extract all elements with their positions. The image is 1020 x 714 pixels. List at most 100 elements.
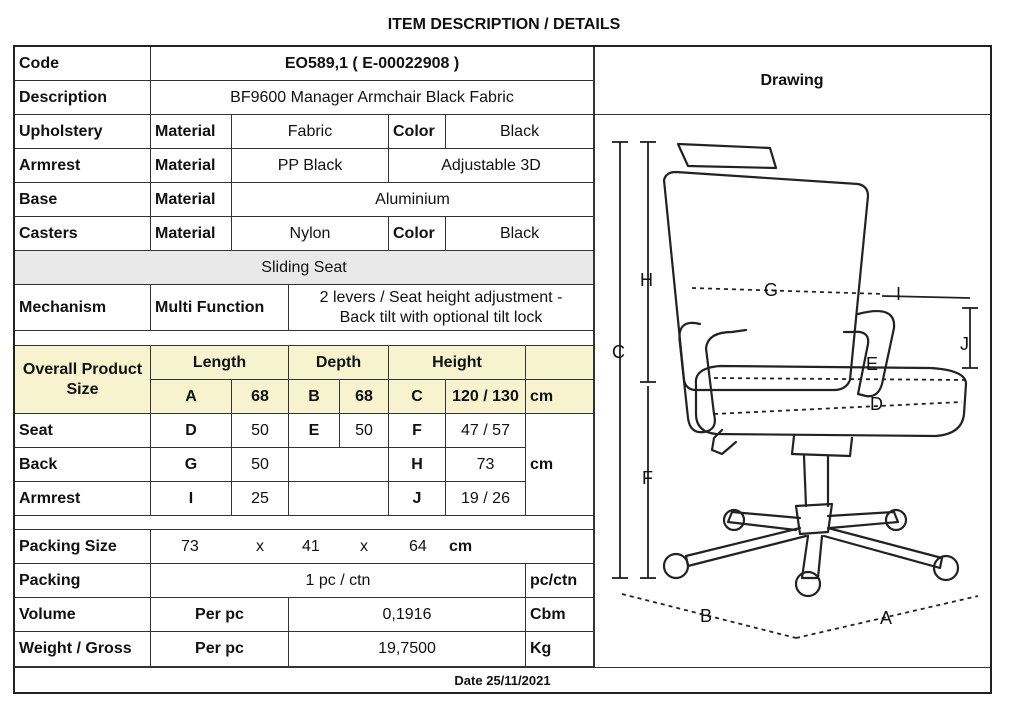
packing-size-label: Packing Size	[15, 530, 151, 564]
armrest-j-key: J	[389, 482, 446, 516]
dim-label-c: C	[612, 342, 625, 362]
base-leg-2	[826, 510, 900, 530]
caster-1	[722, 508, 746, 532]
overall-b-key: B	[289, 380, 340, 414]
armrest-empty-cell	[289, 482, 389, 516]
drawing-divider	[593, 47, 595, 667]
armrest-label: Armrest	[15, 149, 151, 183]
packing-length: 73	[181, 537, 199, 555]
seat-f-key: F	[389, 414, 446, 448]
armrest-j-value: 19 / 26	[446, 482, 526, 516]
casters-color: Black	[446, 217, 594, 251]
casters-material-label: Material	[151, 217, 232, 251]
caster-5	[794, 570, 822, 598]
upholstery-color: Black	[446, 115, 594, 149]
packing-height: 64	[409, 537, 427, 555]
base-leg-5	[800, 534, 824, 580]
sliding-seat-row: Sliding Seat	[15, 251, 594, 285]
mechanism-type: Multi Function	[151, 285, 289, 331]
back-label: Back	[15, 448, 151, 482]
lever-shape	[710, 428, 738, 456]
mechanism-line-2: Back tilt with optional tilt lock	[339, 308, 543, 326]
armrest-feature: Adjustable 3D	[389, 149, 594, 183]
weight-label: Weight / Gross	[15, 632, 151, 667]
right-arm-shape	[842, 310, 896, 398]
seat-d-key: D	[151, 414, 232, 448]
base-leg-3	[684, 526, 808, 568]
mechanism-description: 2 levers / Seat height adjustment - Back…	[289, 285, 594, 331]
seat-f-value: 47 / 57	[446, 414, 526, 448]
packing-label: Packing	[15, 564, 151, 598]
weight-unit: Kg	[526, 632, 594, 667]
backrest-shape	[662, 170, 870, 392]
volume-per: Per pc	[151, 598, 289, 632]
dim-label-j: J	[960, 334, 969, 354]
spec-table-frame	[13, 45, 992, 694]
spacer-row-2	[15, 516, 594, 530]
description-value: BF9600 Manager Armchair Black Fabric	[151, 81, 594, 115]
upholstery-material-label: Material	[151, 115, 232, 149]
overall-size-label-line-2: Size	[66, 380, 99, 398]
overall-unit: cm	[526, 380, 594, 414]
packing-x-1: x	[256, 537, 264, 555]
description-label: Description	[15, 81, 151, 115]
dim-g-line	[691, 287, 885, 295]
unit-header-blank	[526, 346, 594, 380]
casters-label: Casters	[15, 217, 151, 251]
dim-label-d: D	[870, 394, 883, 414]
overall-c-key: C	[389, 380, 446, 414]
chair-drawing: C H F G I J E D B A	[612, 141, 979, 639]
star-base-shape	[794, 502, 834, 536]
volume-label: Volume	[15, 598, 151, 632]
code-value: EO589,1 ( E-00022908 )	[151, 47, 594, 81]
back-h-key: H	[389, 448, 446, 482]
base-material-label: Material	[151, 183, 232, 217]
dims-unit: cm	[526, 414, 594, 516]
gas-lift-shape	[802, 454, 830, 508]
base-material: Aluminium	[232, 183, 594, 217]
mechanism-line-1: 2 levers / Seat height adjustment -	[319, 288, 563, 306]
dim-label-a: A	[880, 608, 892, 628]
dim-label-f: F	[642, 468, 653, 488]
spacer-row	[15, 331, 594, 346]
volume-unit: Cbm	[526, 598, 594, 632]
depth-header: Depth	[289, 346, 389, 380]
weight-per: Per pc	[151, 632, 289, 667]
dim-label-g: G	[764, 280, 778, 300]
overall-b-value: 68	[340, 380, 389, 414]
packing-unit: pc/ctn	[526, 564, 594, 598]
dim-d-line	[713, 401, 963, 415]
base-leg-1	[726, 510, 802, 532]
back-h-value: 73	[446, 448, 526, 482]
overall-c-value: 120 / 130	[446, 380, 526, 414]
date-footer: Date 25/11/2021	[15, 667, 990, 693]
packing-value: 1 pc / ctn	[151, 564, 526, 598]
base-label: Base	[15, 183, 151, 217]
overall-a-key: A	[151, 380, 232, 414]
seat-e-key: E	[289, 414, 340, 448]
overall-size-label: Overall Product Size	[15, 346, 151, 414]
volume-value: 0,1916	[289, 598, 526, 632]
drawing-header: Drawing	[594, 47, 990, 115]
overall-a-value: 68	[232, 380, 289, 414]
armrest-material-label: Material	[151, 149, 232, 183]
casters-color-label: Color	[389, 217, 446, 251]
code-label: Code	[15, 47, 151, 81]
document-title: ITEM DESCRIPTION / DETAILS	[387, 16, 621, 33]
headrest-shape	[676, 142, 778, 170]
packing-x-2: x	[360, 537, 368, 555]
dim-label-h: H	[640, 270, 653, 290]
packing-width: 41	[302, 537, 320, 555]
caster-4	[932, 554, 960, 582]
back-empty-cell	[289, 448, 389, 482]
armrest-i-value: 25	[232, 482, 289, 516]
dim-i-line	[881, 295, 971, 299]
height-header: Height	[389, 346, 526, 380]
length-header: Length	[151, 346, 289, 380]
dim-label-b: B	[700, 606, 712, 626]
armrest-material: PP Black	[232, 149, 389, 183]
upholstery-label: Upholstery	[15, 115, 151, 149]
mechanism-label: Mechanism	[15, 285, 151, 331]
overall-size-label-line-1: Overall Product	[22, 360, 143, 378]
back-g-value: 50	[232, 448, 289, 482]
